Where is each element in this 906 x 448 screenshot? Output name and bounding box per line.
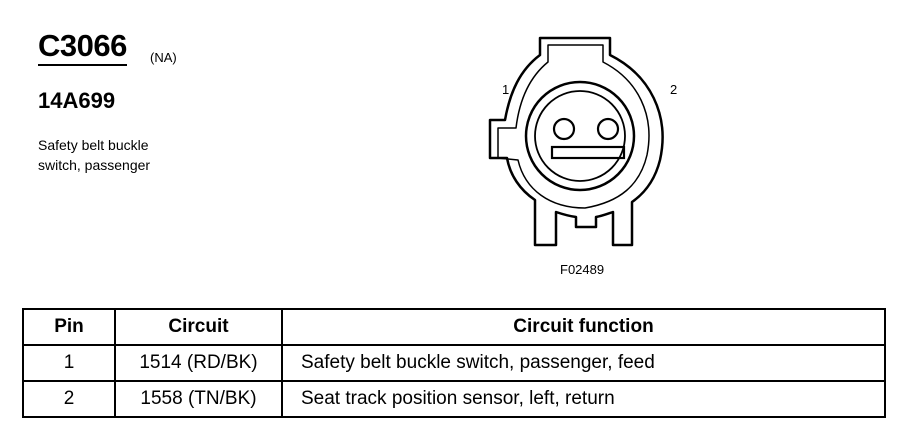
keying-slot — [550, 145, 626, 160]
connector-face-inner — [534, 90, 626, 182]
cell-circuit: 1558 (TN/BK) — [114, 380, 283, 418]
description-line-2: switch, passenger — [38, 157, 151, 173]
description-line-1: Safety belt buckle — [38, 137, 149, 153]
pin-cavity-1 — [552, 117, 576, 141]
cell-pin: 2 — [22, 380, 116, 418]
pin-label-2: 2 — [670, 82, 678, 97]
column-header-function: Circuit function — [281, 308, 886, 346]
connector-face — [524, 80, 636, 192]
connector-id: C3066 — [38, 30, 127, 66]
figure-code: F02489 — [560, 262, 605, 277]
pin-table: Pin Circuit Circuit function 1 1514 (RD/… — [22, 308, 886, 418]
cell-pin: 1 — [22, 344, 116, 382]
table-row: 1 1514 (RD/BK) Safety belt buckle switch… — [22, 344, 886, 382]
table-header-row: Pin Circuit Circuit function — [22, 308, 886, 346]
pin-cavity-2 — [596, 117, 620, 141]
cell-circuit: 1514 (RD/BK) — [114, 344, 283, 382]
part-number: 14A699 — [38, 88, 116, 113]
column-header-circuit: Circuit — [114, 308, 283, 346]
table-row: 2 1558 (TN/BK) Seat track position senso… — [22, 380, 886, 418]
cell-function: Seat track position sensor, left, return — [281, 380, 886, 418]
connector-diagram — [488, 36, 664, 247]
region-tag: (NA) — [150, 50, 177, 65]
cell-function: Safety belt buckle switch, passenger, fe… — [281, 344, 886, 382]
connector-description: Safety belt buckle switch, passenger — [38, 135, 218, 175]
connector-housing — [488, 36, 664, 247]
pin-label-1: 1 — [502, 82, 510, 97]
housing-inner-contour — [497, 44, 650, 209]
column-header-pin: Pin — [22, 308, 116, 346]
